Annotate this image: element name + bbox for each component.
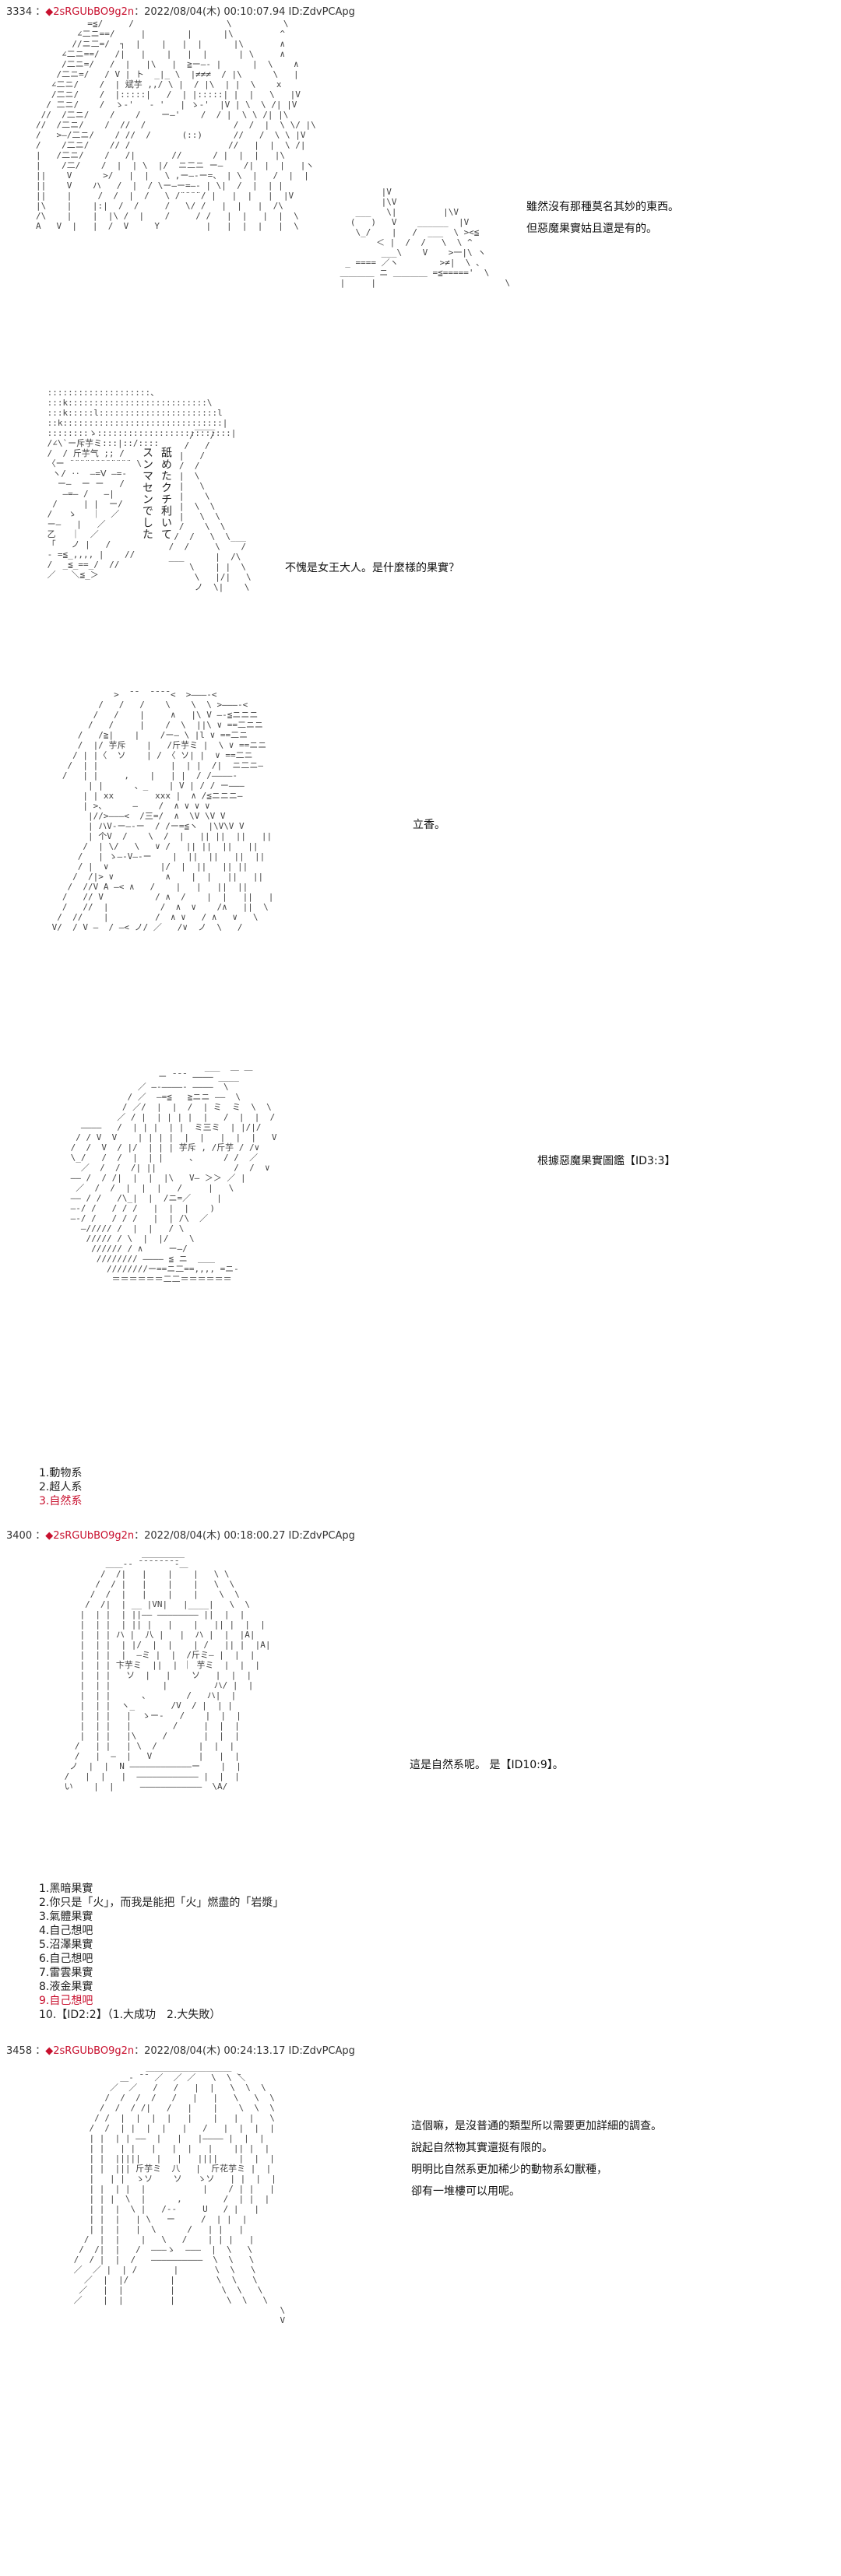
choice-item: 6.自己想吧 <box>39 1953 93 1965</box>
choice-item: 1.動物系 <box>39 1467 83 1479</box>
post-number[interactable]: 3458 <box>6 2045 33 2057</box>
dialogue-scene-5: 這是自然系呢。 是【ID10:9】。 <box>410 1754 564 1776</box>
dialogue-scene-1: 雖然沒有那種莫名其妙的東西。 但惡魔果實姑且還是有的。 <box>526 196 679 240</box>
ascii-art-scene-1-side: |V |\V ___ \| |\V ( ) V ______ |V \_/ | … <box>340 187 511 288</box>
ascii-art-scene-3: > ̄ ̄ ̄ ̄ ̄ ̄ < >―――‐< / / / \ \ \ >―――‐… <box>51 690 274 932</box>
post-number[interactable]: 3334 <box>6 6 33 18</box>
choice-item: 2.你只是「火」，而我是能把「火」燃盡的「岩漿」 <box>39 1897 284 1909</box>
choice-list: 1.動物系 2.超人系 3.自然系 <box>39 1466 82 1508</box>
post-meta: ：2022/08/04(木) 00:10:07.94 ID:ZdvPCApg <box>134 6 355 18</box>
dialogue-line: 說起自然物其實還挺有限的。 <box>411 2142 553 2154</box>
vertical-line: 舐めたクチ利いて <box>160 447 172 540</box>
choice-item-selected: 9.自己想吧 <box>39 1995 93 2007</box>
choice-item: 10.【ID2:2】（1.大成功 2.大失敗） <box>39 2009 221 2021</box>
ascii-art-scene-2: ::::::::::::::::::::、 :::k::::::::::::::… <box>47 388 237 580</box>
dialogue-line: 不愧是女王大人。是什麼樣的果實？ <box>285 562 459 574</box>
dialogue-line: 這個嘛，是沒普通的類型所以需要更加詳細的調查。 <box>411 2120 662 2132</box>
vertical-dialogue: スンマセンでした <box>140 447 154 618</box>
poster-trip: ◆2sRGUbBO9g2n <box>45 1530 135 1542</box>
dialogue-line: 立香。 <box>413 819 445 831</box>
dialogue-line: 卻有一堆樓可以用呢。 <box>411 2185 520 2198</box>
dialogue-scene-6: 這個嘛，是沒普通的類型所以需要更加詳細的調查。 說起自然物其實還挺有限的。 明明… <box>411 2115 662 2202</box>
dialogue-line: 但惡魔果實姑且還是有的。 <box>526 223 657 235</box>
choice-item: 7.雷雲果實 <box>39 1967 93 1979</box>
choice-item: 2.超人系 <box>39 1481 83 1493</box>
post-header: 3458 ：◆2sRGUbBO9g2n：2022/08/04(木) 00:24:… <box>6 2045 355 2057</box>
ascii-art-scene-4: ___ ＿ ＿ ー ̄ ̄ ̄ ―――― ____ ／ ―‐――――‐ ――――… <box>70 1062 277 1284</box>
choice-item: 8.液金果實 <box>39 1981 93 1993</box>
post-meta: ：2022/08/04(木) 00:24:13.17 ID:ZdvPCApg <box>134 2045 355 2057</box>
post-number[interactable]: 3400 <box>6 1530 33 1542</box>
choice-list: 1.黑暗果實 2.你只是「火」，而我是能把「火」燃盡的「岩漿」 3.氣體果實 4… <box>39 1882 283 2022</box>
post-header: 3400 ：◆2sRGUbBO9g2n：2022/08/04(木) 00:18:… <box>6 1530 355 1542</box>
choice-item: 5.沼澤果實 <box>39 1939 93 1951</box>
choice-item: 3.氣體果實 <box>39 1911 93 1923</box>
ascii-art-scene-2-side: ____ / / / / | / / / | \ | \ | \ | \ \ |… <box>168 420 252 592</box>
choice-item: 1.黑暗果實 <box>39 1883 93 1895</box>
dialogue-scene-4: 根據惡魔果實圖鑑【ID3:3】 <box>537 1150 675 1172</box>
dialogue-line: 雖然沒有那種莫名其妙的東西。 <box>526 201 679 213</box>
post-meta: ：2022/08/04(木) 00:18:00.27 ID:ZdvPCApg <box>134 1530 355 1542</box>
vertical-line: スンマセンでした <box>141 447 153 540</box>
dialogue-line: 根據惡魔果實圖鑑【ID3:3】 <box>537 1155 676 1167</box>
dialogue-scene-2: 不愧是女王大人。是什麼樣的果實？ <box>285 557 459 579</box>
ascii-art-scene-1: =≦/ / \ \ ∠二ニ==/ | | |\ ^ //ニ二=/ ┐ | | |… <box>36 19 316 231</box>
ascii-art-scene-5: ＿＿＿＿＿ ＿＿-‐ ̄ ̄ ̄ ̄ ̄ ̄ ̄ ̄‐＿ / /| | | | … <box>64 1549 271 1792</box>
poster-trip: ◆2sRGUbBO9g2n <box>45 6 135 18</box>
dialogue-line: 這是自然系呢。 是【ID10:9】。 <box>410 1759 564 1771</box>
vertical-dialogue: 舐めたクチ利いて <box>159 447 173 618</box>
choice-item: 4.自己想吧 <box>39 1925 93 1937</box>
ascii-art-scene-6: ＿＿＿＿＿＿＿＿＿＿ ＿‐ ̄ ̄ ／ ／ ／ \ \ ̄＼ ／ ／ / / |… <box>73 2062 286 2325</box>
choice-item-selected: 3.自然系 <box>39 1495 83 1507</box>
dialogue-scene-3: 立香。 <box>413 814 445 836</box>
poster-trip: ◆2sRGUbBO9g2n <box>45 2045 135 2057</box>
post-header: 3334 ：◆2sRGUbBO9g2n：2022/08/04(木) 00:10:… <box>6 6 355 18</box>
dialogue-line: 明明比自然系更加稀少的動物系幻獸種， <box>411 2164 607 2176</box>
